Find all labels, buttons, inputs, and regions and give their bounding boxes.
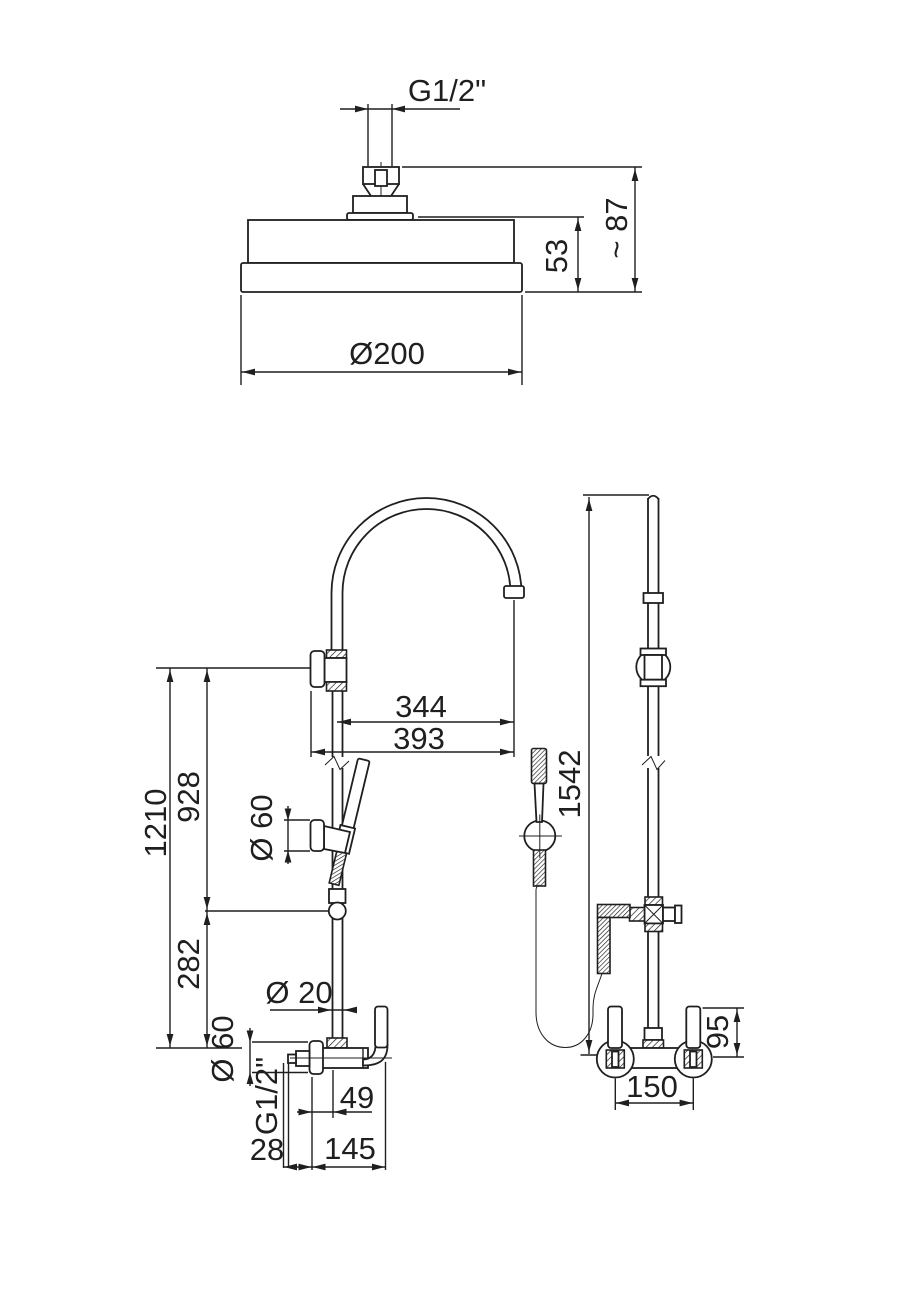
coiled-hose-elbow [596,903,631,975]
side-view-column: 1542 [519,494,744,1110]
dim-stub-offset: 28 [250,1132,284,1167]
dim-head-height: 53 [539,239,574,273]
slide-fitting [328,888,347,904]
mixer-front-view [287,1005,392,1075]
dim-reach-outer: 393 [393,721,445,756]
mixer-lever [374,1005,389,1049]
dim-pipe-diameter: Ø 20 [265,975,332,1010]
dim-flange-diameter: Ø 60 [205,1015,240,1082]
pipe-break-side [641,755,666,771]
top-view-shower-head: G1/2" 53 ~ 87 [240,73,642,385]
valve-handle-left [607,1005,623,1049]
hand-shower-side [519,747,562,887]
dim-height-upper: 928 [171,771,206,823]
gooseneck-arc [330,497,525,651]
dim-reach-inner: 344 [395,689,447,724]
dim-overall-height: 1542 [552,750,587,819]
hand-shower-front [328,757,371,887]
dim-total-height: ~ 87 [599,197,634,258]
head-connector [346,162,414,221]
dim-height-lower: 282 [171,938,206,990]
shower-head-body [247,219,515,264]
dim-mixer-thread: G1/2" [249,1057,284,1135]
shower-head-rim [240,262,523,293]
holder-wall-disc [309,819,325,852]
dim-height-total: 1210 [138,789,173,858]
hand-shower-head [530,747,548,785]
dim-handle-height: 95 [700,1015,735,1049]
column-pipe [642,494,664,1040]
lever-elbow [362,1044,389,1067]
ball-joint-front [327,901,347,921]
hose-loop [535,884,603,1049]
dim-valve-spacing: 150 [626,1069,678,1104]
dim-mixer-width: 145 [324,1131,376,1166]
dim-top-thread: G1/2" [408,73,486,108]
cross-fitting [628,896,683,933]
valve-handle-right [685,1005,702,1049]
mixer-side-view [595,1005,713,1079]
pipe-break-front [324,755,350,771]
dim-head-diameter: Ø200 [349,336,425,371]
dim-holder-diameter: Ø 60 [244,794,279,861]
dim-pipe-offset: 49 [340,1080,374,1115]
upper-wall-bracket [309,649,348,692]
front-view-column: 1210 928 282 344 393 [138,497,525,1171]
swivel-joint [635,647,672,688]
mixer-stub [287,1053,297,1064]
hand-shower-handle [533,782,545,823]
